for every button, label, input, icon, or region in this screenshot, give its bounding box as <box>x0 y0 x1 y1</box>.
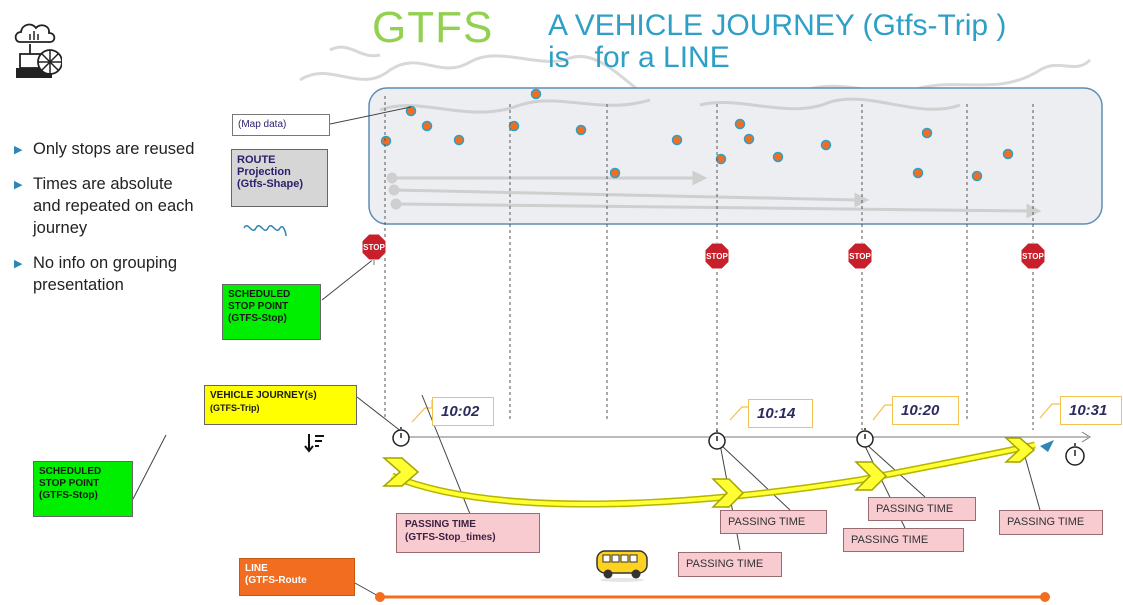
route-label-line: ROUTE <box>237 154 276 166</box>
vj-label-line: VEHICLE JOURNEY(s) <box>210 390 317 401</box>
sort-descending-icon <box>304 434 324 453</box>
vj-pointer <box>356 396 403 433</box>
journey-arc-outline <box>390 441 1036 508</box>
ssp-top-pointer <box>321 257 376 301</box>
stopwatch-icon <box>392 427 1085 466</box>
line-label-line: LINE <box>245 563 268 574</box>
passing-time-label: PASSING TIME <box>678 552 782 577</box>
bullet-text: Only stops are reused <box>33 140 195 158</box>
line-end-dot <box>1040 592 1050 602</box>
shape-squiggle-icon <box>243 225 287 237</box>
route-label-line: Projection <box>237 166 291 178</box>
route-projection-arrows <box>386 170 1042 219</box>
bullet-list: ▶ Only stops are reused ▶ Times are absolu… <box>14 138 199 309</box>
timeline-arrowhead <box>1081 431 1091 443</box>
passing-time-label: PASSING TIME <box>868 497 976 521</box>
stop-sign-icon: STOP <box>361 233 387 265</box>
time-brackets <box>411 400 1060 423</box>
ssp-label-line: STOP POINT <box>39 478 100 489</box>
map-data-label: (Map data) <box>232 114 330 136</box>
bullet-text: No info on grouping presentation <box>33 254 178 294</box>
bus-icon <box>596 550 648 582</box>
passing-time-label: PASSING TIME <box>843 528 964 552</box>
title-gtfs: GTFS <box>372 3 494 52</box>
ssp-bottom-pointer <box>132 434 167 500</box>
journey-arc <box>391 443 1036 507</box>
stop-sign-icon: STOP <box>704 242 730 270</box>
route-projection-label: ROUTE Projection (Gtfs-Shape) <box>231 149 328 207</box>
passing-time-label: PASSING TIME <box>720 510 827 534</box>
passing-time-main-label: PASSING TIME (GTFS-Stop_times) <box>396 513 540 553</box>
title-line-1: A VEHICLE JOURNEY (Gtfs-Trip ) <box>548 9 1007 42</box>
pt-label-line: (GTFS-Stop_times) <box>405 532 496 543</box>
ssp-label-line: (GTFS-Stop) <box>228 313 287 324</box>
ssp-label-line: SCHEDULED <box>39 466 102 477</box>
line-label-line: (GTFS-Route <box>245 575 307 586</box>
stop-sign-text: STOP <box>706 252 728 261</box>
bullet-marker-icon: ▶ <box>14 179 23 191</box>
page-title: A VEHICLE JOURNEY (Gtfs-Trip )is for a L… <box>548 10 1006 74</box>
map-stop-dots <box>380 88 1014 182</box>
bullet-item: ▶ Only stops are reused <box>14 138 199 160</box>
bullet-item: ▶ No info on grouping presentation <box>14 252 199 296</box>
cloud-server-icon <box>14 23 62 78</box>
stop-sign-text: STOP <box>363 243 385 252</box>
stop-sign-text: STOP <box>849 252 871 261</box>
ssp-label-line: (GTFS-Stop) <box>39 490 98 501</box>
chevron-arrow-icon <box>382 437 1036 508</box>
vj-label-line: (GTFS-Trip) <box>210 403 260 413</box>
scheduled-stop-point-label: SCHEDULED STOP POINT (GTFS-Stop) <box>222 284 321 340</box>
bullet-marker-icon: ▶ <box>14 144 23 156</box>
bullet-item: ▶ Times are absolute and repeated on each… <box>14 173 199 239</box>
pt-label-line: PASSING TIME <box>405 519 476 530</box>
time-box: 10:20 <box>892 396 959 425</box>
vehicle-journey-label: VEHICLE JOURNEY(s) (GTFS-Trip) <box>204 385 357 425</box>
time-box: 10:14 <box>748 399 813 428</box>
ssp-label-line: SCHEDULED <box>228 289 291 300</box>
scheduled-stop-point-label-bottom: SCHEDULED STOP POINT (GTFS-Stop) <box>33 461 133 517</box>
ssp-label-line: STOP POINT <box>228 301 289 312</box>
map-data-pointer <box>329 106 412 125</box>
map-area-box <box>368 87 1103 225</box>
journey-end-arrow <box>1040 440 1054 452</box>
bullet-text: Times are absolute and repeated on each … <box>33 175 194 237</box>
time-box: 10:02 <box>432 397 494 426</box>
stop-sign-text: STOP <box>1022 252 1044 261</box>
bullet-marker-icon: ▶ <box>14 258 23 270</box>
map-roads-inner <box>379 97 961 114</box>
route-label-line: (Gtfs-Shape) <box>237 178 303 190</box>
line-label: LINE (GTFS-Route <box>239 558 355 596</box>
title-line-2: is for a LINE <box>548 41 730 74</box>
stop-sign-icon: STOP <box>1020 242 1046 270</box>
line-start-dot <box>375 592 385 602</box>
stop-sign-icon: STOP <box>847 242 873 270</box>
time-box: 10:31 <box>1060 396 1122 425</box>
passing-time-label: PASSING TIME <box>999 510 1103 535</box>
